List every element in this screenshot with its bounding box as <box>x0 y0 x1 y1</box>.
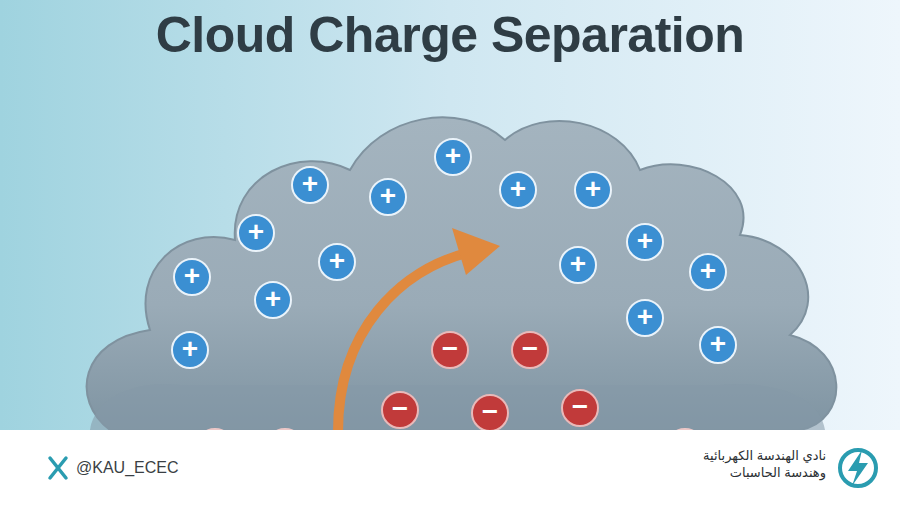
charge-sign: + <box>570 250 586 278</box>
negative-charge: − <box>471 394 509 432</box>
positive-charge: + <box>574 171 612 209</box>
charge-sign: − <box>392 395 408 423</box>
charge-sign: + <box>184 262 200 290</box>
negative-charge: − <box>431 331 469 369</box>
positive-charge: + <box>699 326 737 364</box>
charge-sign: + <box>329 247 345 275</box>
charge-sign: − <box>522 335 538 363</box>
charge-sign: − <box>482 398 498 426</box>
negative-charge: − <box>511 331 549 369</box>
negative-charge: − <box>561 389 599 427</box>
charge-sign: + <box>510 175 526 203</box>
positive-charge: + <box>626 223 664 261</box>
title: Cloud Charge Separation <box>0 6 900 64</box>
charge-sign: + <box>700 257 716 285</box>
positive-charge: + <box>559 246 597 284</box>
positive-charge: + <box>369 178 407 216</box>
positive-charge: + <box>626 299 664 337</box>
charge-sign: + <box>302 170 318 198</box>
charge-sign: + <box>445 142 461 170</box>
positive-charge: + <box>291 166 329 204</box>
negative-charge: − <box>381 391 419 429</box>
charge-sign: + <box>248 218 264 246</box>
charge-sign: + <box>637 227 653 255</box>
positive-charge: + <box>318 243 356 281</box>
charge-sign: − <box>572 393 588 421</box>
positive-charge: + <box>171 331 209 369</box>
social-handle: @KAU_ECEC <box>76 459 179 477</box>
positive-charge: + <box>434 138 472 176</box>
charge-sign: + <box>585 175 601 203</box>
positive-charge: + <box>499 171 537 209</box>
club-name: نادي الهندسة الكهربائية وهندسة الحاسبات <box>686 447 826 481</box>
charge-sign: + <box>637 303 653 331</box>
charge-sign: − <box>442 335 458 363</box>
charge-sign: + <box>710 330 726 358</box>
charge-sign: + <box>380 182 396 210</box>
positive-charge: + <box>173 258 211 296</box>
positive-charge: + <box>689 253 727 291</box>
charge-sign: + <box>265 285 281 313</box>
charge-sign: + <box>182 335 198 363</box>
positive-charge: + <box>254 281 292 319</box>
positive-charge: + <box>237 214 275 252</box>
